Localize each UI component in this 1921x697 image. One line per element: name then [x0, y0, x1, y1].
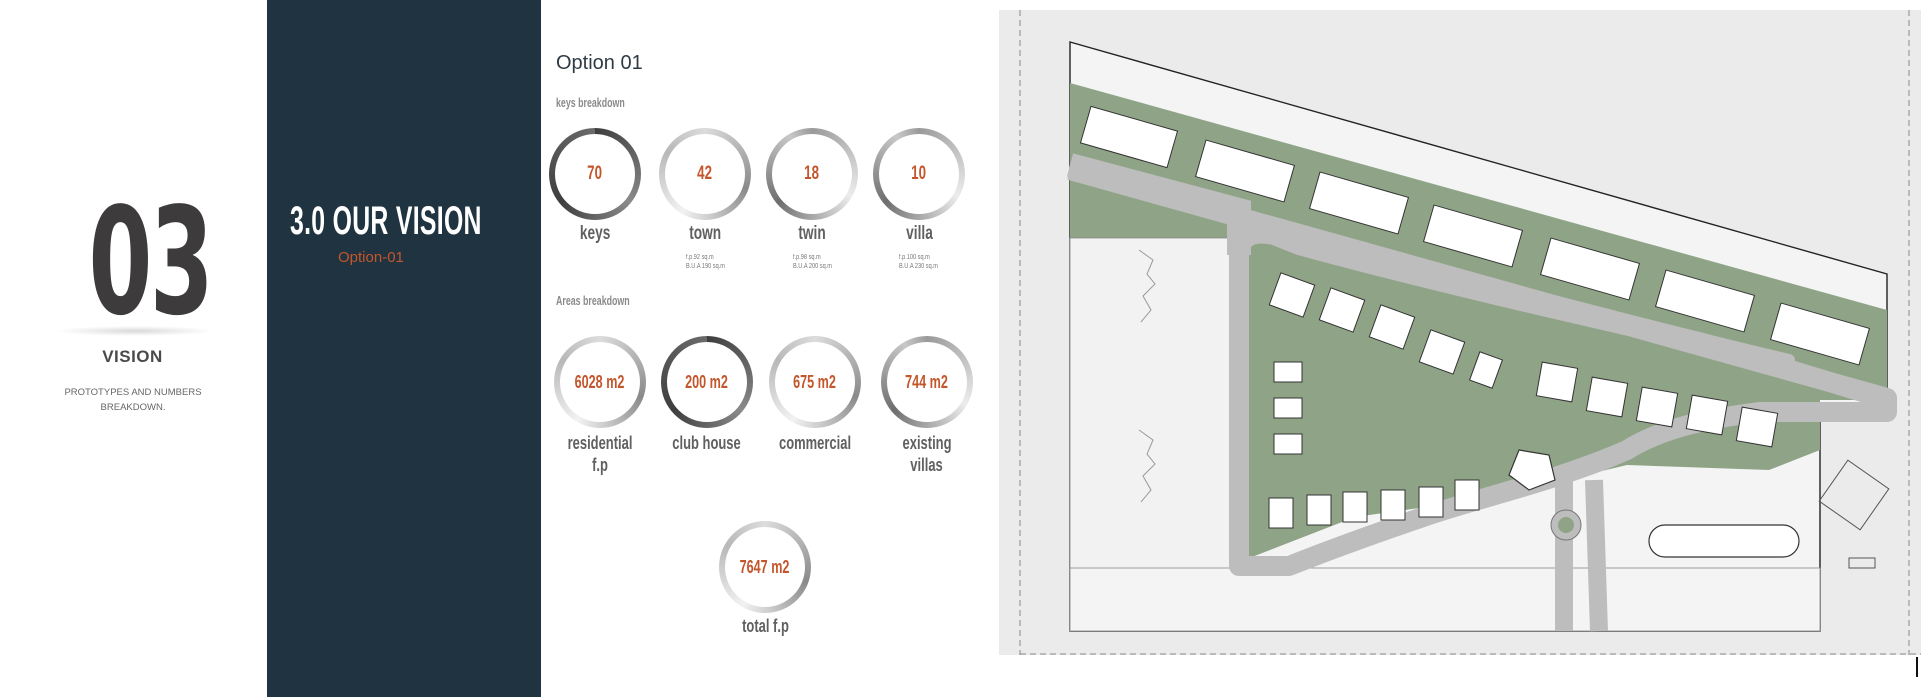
- townhouse-row: [1079, 105, 1871, 366]
- commercial-label: commercial: [778, 433, 852, 453]
- entry-road: [1066, 153, 1251, 255]
- town-ring: 42: [659, 128, 751, 220]
- bottom-strip: [1069, 567, 1821, 632]
- town-label: town: [689, 223, 721, 244]
- roundabout-center: [1558, 517, 1574, 533]
- keys-value: 70: [587, 163, 603, 184]
- residential-label: residential: [567, 433, 633, 453]
- number-shadow: [55, 326, 215, 336]
- residential-label-2: f.p: [592, 455, 608, 475]
- section-description-line: BREAKDOWN.: [100, 402, 166, 413]
- section-description: PROTOTYPES AND NUMBERS BREAKDOWN.: [58, 385, 208, 415]
- title-band: 3.0 OUR VISION Option-01: [267, 0, 541, 697]
- keys-label: keys: [579, 223, 611, 244]
- page-subtitle: Option-01: [338, 249, 404, 266]
- section-label: VISION: [102, 347, 163, 366]
- existing-villas-label: existing: [902, 433, 952, 453]
- club-house-building: [1648, 524, 1800, 558]
- commercial-value: 675 m2: [793, 371, 837, 392]
- cursor-mark: [1916, 657, 1918, 677]
- keys-breakdown-label: keys breakdown: [556, 95, 625, 110]
- club-house-ring: 200 m2: [661, 336, 753, 428]
- villa-houses: [1268, 361, 1480, 529]
- commercial-ring: 675 m2: [769, 336, 861, 428]
- areas-breakdown-label: Areas breakdown: [556, 293, 630, 308]
- existing-villas-ring: 744 m2: [881, 336, 973, 428]
- twin-ring: 18: [766, 128, 858, 220]
- site-plan: [999, 10, 1921, 655]
- total-value: 7647 m2: [740, 556, 790, 577]
- commercial-building: [1508, 449, 1556, 491]
- total-ring: 7647 m2: [719, 521, 811, 613]
- keys-ring: 70: [549, 128, 641, 220]
- villa-ring: 10: [873, 128, 965, 220]
- twin-label: twin: [798, 223, 826, 244]
- parking-outline: [1848, 557, 1876, 569]
- section-intro: 03 VISION PROTOTYPES AND NUMBERS BREAKDO…: [0, 0, 267, 697]
- total-label: total f.p: [741, 616, 789, 636]
- club-house-label: club house: [672, 433, 742, 453]
- villa-value: 10: [911, 163, 927, 184]
- page-title: 3.0 OUR VISION: [290, 199, 482, 243]
- residential-value: 6028 m2: [575, 371, 625, 392]
- residential-ring: 6028 m2: [554, 336, 646, 428]
- inner-road: [1398, 259, 1795, 366]
- villa-detail: f.p.100 sq.m B.U.A 230 sq.m: [899, 254, 938, 270]
- twin-houses: [1268, 272, 1779, 448]
- main-road: [1067, 160, 1897, 576]
- club-house-value: 200 m2: [685, 371, 729, 392]
- breakdown-panel: Option 01 keys breakdown Areas breakdown…: [541, 0, 1001, 697]
- town-value: 42: [697, 163, 713, 184]
- option-title: Option 01: [556, 52, 643, 74]
- existing-villas-label-2: villas: [910, 455, 944, 475]
- town-detail: f.p.92 sq.m B.U.A 190 sq.m: [686, 254, 725, 270]
- twin-detail: f.p.98 sq.m B.U.A 200 sq.m: [793, 254, 832, 270]
- villa-label: villa: [905, 223, 933, 244]
- existing-villas-value: 744 m2: [905, 371, 949, 392]
- vacant-plot-outline: [1138, 249, 1156, 503]
- access-road: [1555, 479, 1608, 632]
- section-number: 03: [88, 176, 214, 348]
- vacant-plot: [1069, 237, 1231, 572]
- existing-villa-outline: [1818, 459, 1890, 531]
- section-description-line: PROTOTYPES AND NUMBERS: [64, 387, 202, 398]
- twin-value: 18: [804, 163, 820, 184]
